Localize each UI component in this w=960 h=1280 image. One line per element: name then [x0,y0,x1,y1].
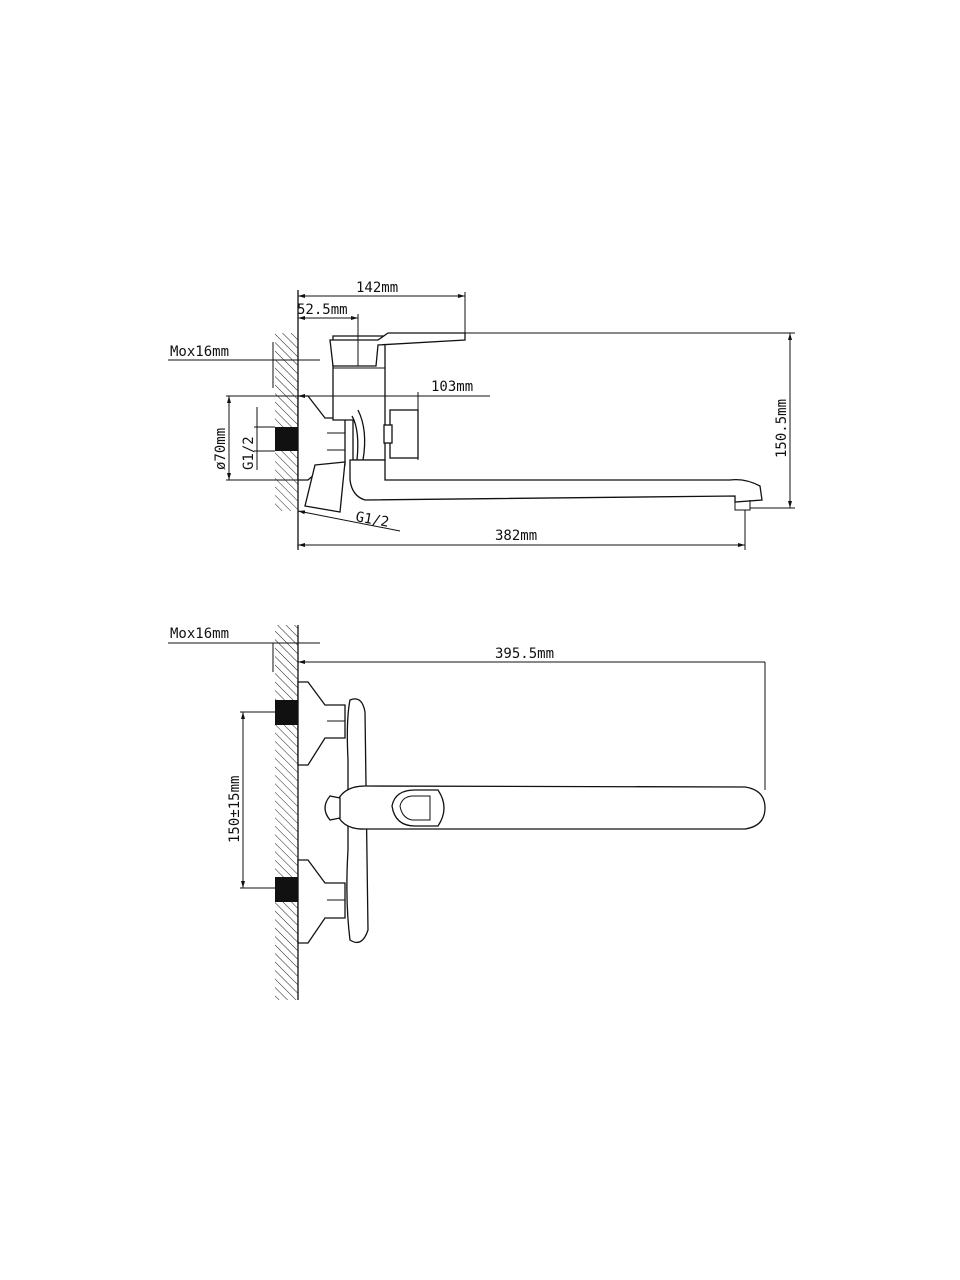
dim-label-70: ø70mm [213,428,229,470]
dim-label-g12-inlet: G1/2 [241,436,257,470]
dim-label-395-5: 395.5mm [495,646,554,662]
inlet-pipe-lower [275,877,298,902]
dim-label-150-15: 150±15mm [227,776,243,843]
wall-section [275,333,298,511]
front-view: Mox16mm 395.5mm 150±15mm [168,625,766,1000]
dim-label-g12-outlet: G1/2 [354,509,390,531]
inlet-pipe-upper [275,700,298,725]
dim-label-mox16-bottom: Mox16mm [170,626,229,642]
faucet-body-side [297,332,763,513]
dim-label-52-5: 52.5mm [297,302,348,318]
inlet-pipe [275,427,298,451]
dim-label-150-5: 150.5mm [774,399,790,458]
side-view: 142mm 52.5mm Mox16mm 103mm ø70mm G1/2 G1… [168,280,795,550]
dim-label-mox16-top: Mox16mm [170,344,229,360]
dim-line-g12-outlet [297,510,401,532]
dim-label-382: 382mm [495,528,537,544]
dim-label-142: 142mm [356,280,398,296]
faucet-body-front [297,681,766,944]
dim-label-103: 103mm [431,379,473,395]
wall-section [275,625,298,1000]
